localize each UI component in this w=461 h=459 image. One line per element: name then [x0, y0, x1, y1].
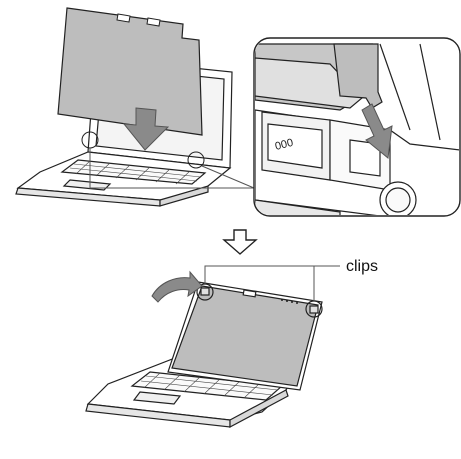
clips-leader-left: [205, 266, 340, 284]
privacy-filter-panel: [58, 8, 202, 135]
clips-label: clips: [346, 258, 378, 276]
detail-inset: 000: [254, 38, 460, 218]
panel-notch-left: [117, 14, 130, 22]
lid-latch: [243, 290, 256, 297]
down-arrow-outline-icon: [224, 230, 256, 254]
clip-right: [310, 306, 318, 313]
panel-notch-right: [147, 18, 160, 26]
clip-left: [201, 288, 209, 295]
inset-hinge-knob-inner: [386, 188, 410, 212]
bottom-laptop: [86, 282, 322, 427]
